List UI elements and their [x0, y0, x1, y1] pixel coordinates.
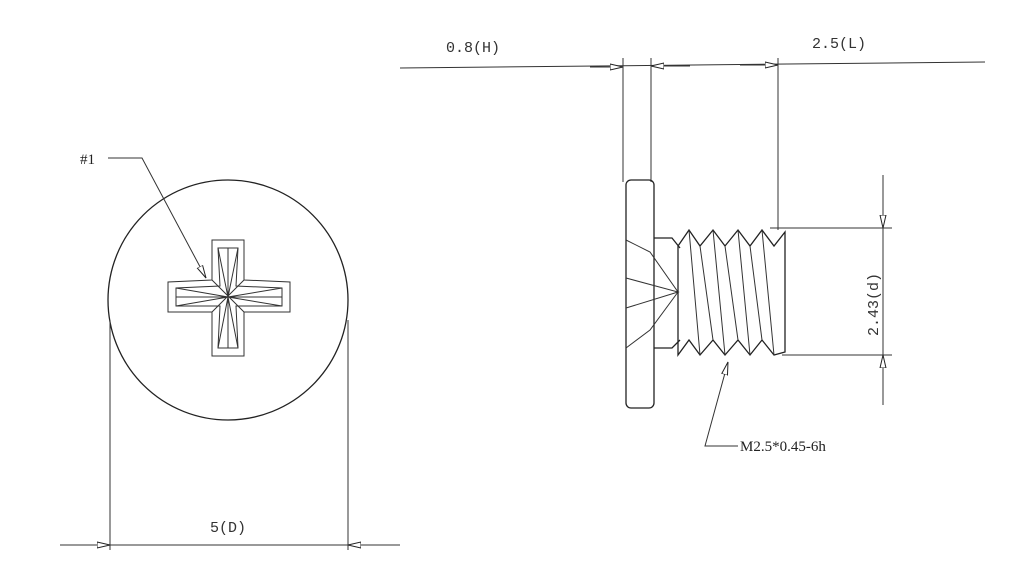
thread-profile: [677, 228, 786, 357]
screw-head-outline: [107, 179, 349, 421]
thread-helix-lines: [688, 229, 775, 356]
phillips-recess-icon: [167, 239, 291, 357]
head-height-label: 0.8(H): [446, 40, 500, 57]
side-view: 0.8(H) 2.5(L) 2.43(d) M2.5*0.45-6h: [399, 36, 986, 455]
length-label: 2.5(L): [812, 36, 866, 53]
recess-leader-line: [108, 157, 206, 278]
front-view: #1 5(D): [60, 152, 400, 550]
thread-spec-label: M2.5*0.45-6h: [740, 439, 826, 455]
diameter-label: 5(D): [210, 520, 246, 537]
screw-neck: [654, 237, 681, 349]
screw-head-profile: [625, 179, 655, 409]
recess-hidden-lines: [625, 239, 680, 349]
length-dimension-line: [399, 61, 986, 69]
recess-label: #1: [80, 152, 95, 168]
thread-spec-leader: [704, 362, 738, 447]
thread-diameter-label: 2.43(d): [866, 273, 883, 336]
